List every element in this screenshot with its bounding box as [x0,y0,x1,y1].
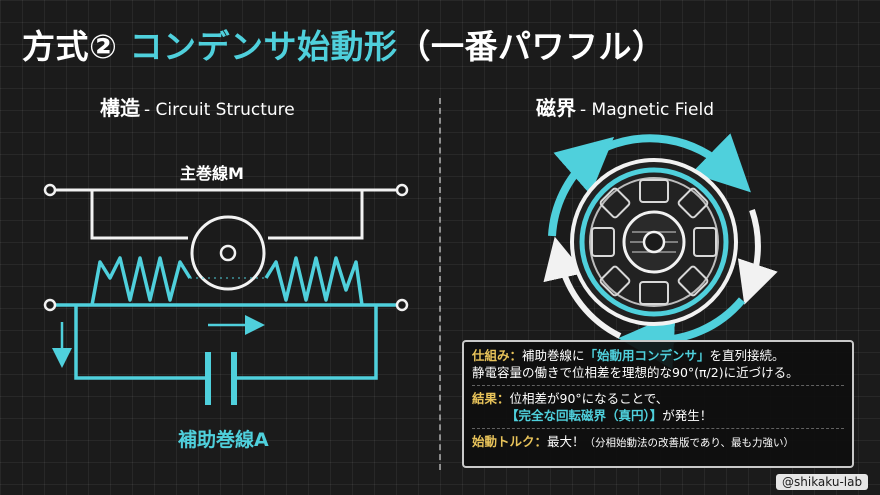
aux-coil-label: 補助巻線A [178,429,269,451]
circuit-diagram [43,183,409,405]
mechanism-line: 仕組み：補助巻線に「始動用コンデンサ」を直列接続。 [472,347,844,364]
result-text: 位相差が90°になることで、 [509,391,669,406]
title-suffix: （一番パワフル） [397,27,666,66]
info-separator-2 [472,428,844,429]
title-prefix: 方式② [22,27,118,66]
page-title: 方式② コンデンサ始動形（一番パワフル） [22,20,665,68]
field-heading: 磁界- Magnetic Field [536,92,714,121]
mechanism-text-2: を直列接続。 [709,348,785,363]
terminal-bottom-right [395,298,409,312]
info-panel: 仕組み：補助巻線に「始動用コンデンサ」を直列接続。 静電容量の働きで位相差を理想… [462,340,854,468]
mechanism-label: 仕組み： [472,348,523,363]
main-winding-wire [90,190,364,240]
section-divider [439,98,441,470]
mechanism-line-2: 静電容量の働きで位相差を理想的な90°(π/2)に近づける。 [472,365,799,380]
result-highlight: 【完全な回転磁界（真円）】 [506,408,663,423]
terminal-top-right [395,183,409,197]
result-label: 結果： [472,391,510,406]
title-main: コンデンサ始動形 [129,27,398,66]
aux-winding-wire [74,305,378,380]
rotor-shaft-icon [219,244,237,262]
structure-heading-en: - Circuit Structure [144,100,295,120]
result-text-2: が発生！ [662,408,713,423]
field-heading-jp: 磁界 [536,96,576,120]
main-coil-label: 主巻線M [180,164,244,183]
structure-heading: 構造- Circuit Structure [100,92,295,121]
torque-text: 最大！ [547,434,585,449]
mechanism-text-1: 補助巻線に [522,348,585,363]
torque-line: 始動トルク：最大！（分相始動法の改善版であり、最も力強い） [472,433,844,452]
mechanism-highlight: 「始動用コンデンサ」 [584,348,710,363]
torque-label: 始動トルク： [472,434,548,449]
torque-note: （分相始動法の改善版であり、最も力強い） [584,437,795,449]
info-separator-1 [472,385,844,386]
watermark: @shikaku-lab [776,474,869,490]
rotating-field-icon [543,133,778,370]
result-line-2: 【完全な回転磁界（真円）】が発生！ [472,407,844,424]
field-heading-en: - Magnetic Field [580,100,715,120]
terminal-bottom-left [43,298,57,312]
right-coil-icon [264,256,364,306]
structure-heading-jp: 構造 [100,96,140,120]
terminal-top-left [43,183,57,197]
rotor-icon [190,215,266,291]
result-line: 結果：位相差が90°になることで、 [472,390,844,407]
left-coil-icon [90,256,192,306]
